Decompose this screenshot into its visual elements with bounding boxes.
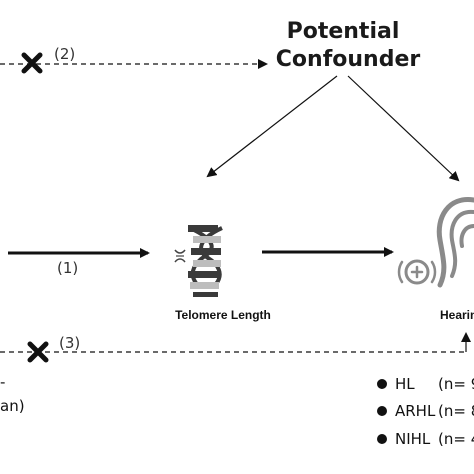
hearing-label: Hearing [440, 308, 474, 322]
legend-count: (n= 4 [438, 430, 474, 448]
confounder-to-hearing-arrow [347, 75, 460, 182]
telomere-length-label: Telomere Length [175, 308, 271, 322]
legend-bullet [377, 434, 387, 444]
legend-label: HL [395, 375, 415, 393]
legend-bullet [377, 406, 387, 416]
path-2-label: (2) [54, 45, 75, 63]
legend-count: (n= 8 [438, 402, 474, 420]
left-partial-dash: - [0, 373, 5, 391]
confounder-title-line2: Confounder [276, 47, 421, 72]
legend-label: NIHL [395, 430, 431, 448]
confounder-title-line1: Potential [287, 19, 400, 44]
x-mark-icon [21, 52, 43, 74]
legend-bullet [377, 379, 387, 389]
dna-icon [174, 225, 223, 297]
legend: HL (n= 9 ARHL (n= 8 NIHL (n= 4 [377, 375, 474, 448]
x-mark-icon [27, 341, 49, 363]
legend-count: (n= 9 [438, 375, 474, 393]
legend-label: ARHL [395, 402, 436, 420]
left-partial-text: an) [0, 397, 25, 415]
path-1-label: (1) [57, 259, 78, 277]
confounder-to-telomere-arrow [206, 75, 338, 178]
path-3-label: (3) [59, 334, 80, 352]
ear-icon [397, 197, 474, 288]
